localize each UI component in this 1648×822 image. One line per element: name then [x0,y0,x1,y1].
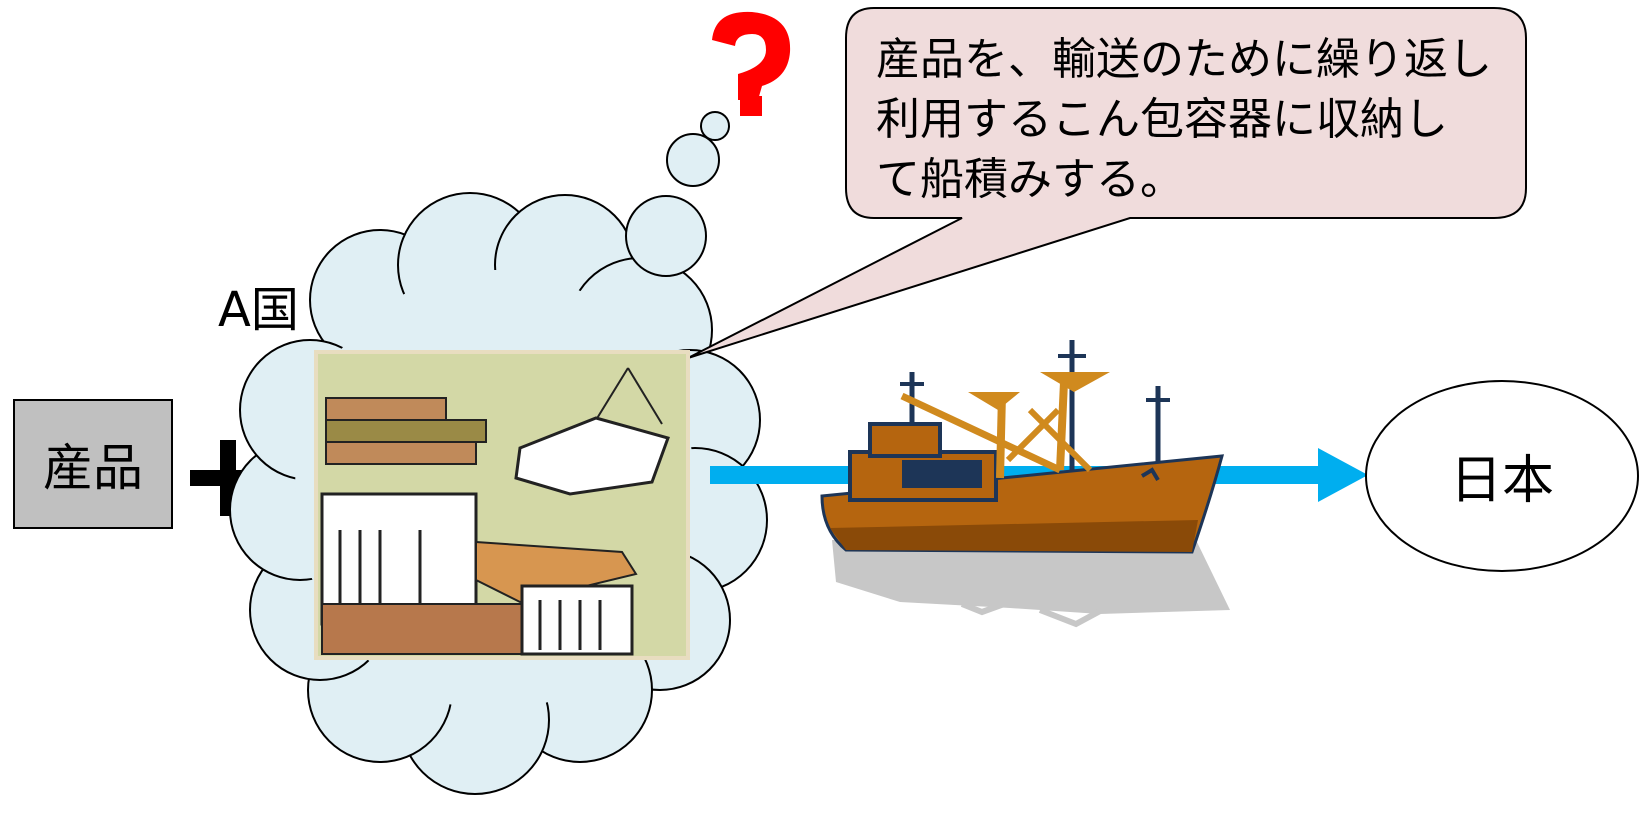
callout-line: 利用するこん包容器に収納し [876,94,1448,145]
destination-ellipse [1365,380,1639,572]
callout-text: 産品を、輸送のために繰り返し 利用するこん包容器に収納し て船積みする。 [876,30,1516,210]
question-mark-icon [712,11,791,116]
destination-label: 日本 [1449,450,1554,511]
callout-bubble [687,7,1527,359]
country-a-label: A国 [218,282,299,338]
callout-line: 産品を、輸送のために繰り返し [876,34,1492,85]
thought-bubbles [625,111,730,277]
product-label: 産品 [43,439,143,497]
product-box [13,399,173,529]
callout-line: て船積みする。 [876,154,1184,205]
cargo-ship-icon [820,340,1230,628]
shipping-containers-illustration [314,350,690,660]
